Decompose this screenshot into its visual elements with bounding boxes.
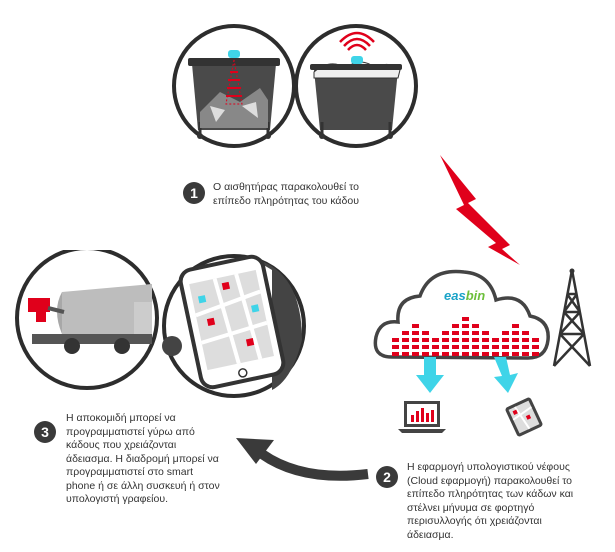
level-bar-segment [492,345,499,349]
level-bar-segment [482,345,489,349]
level-bar-segment [522,352,529,356]
step-3-number: 3 [34,421,56,443]
level-bar-segment [502,345,509,349]
level-bar-segment [472,338,479,342]
level-bar-segment [412,352,419,356]
level-bar-segment [452,331,459,335]
level-bar-segment [392,345,399,349]
level-bar-segment [402,345,409,349]
level-bar-segment [412,345,419,349]
level-bar-segment [432,345,439,349]
step-2-text: Η εφαρμογή υπολογιστικού νέφους (Cloud ε… [407,461,574,541]
level-bar-segment [412,324,419,328]
level-bar-segment [452,324,459,328]
level-bar-segment [532,338,539,342]
lightning-icon [440,155,520,265]
cloud-down-arrows [416,357,518,393]
level-bar-segment [432,352,439,356]
level-bar-segment [442,345,449,349]
level-bar-segment [512,338,519,342]
phone-map-icon [162,254,306,398]
level-bar-segment [412,331,419,335]
level-bar-segment [392,352,399,356]
level-bar-segment [442,331,449,335]
level-bar-segment [462,324,469,328]
laptop-icon [398,401,446,433]
level-bar-segment [442,338,449,342]
level-bar-segment [452,352,459,356]
level-bar-segment [462,345,469,349]
bin-full-icon [294,24,418,148]
tablet-icon [505,397,543,437]
brand-logo: easbin [444,288,485,303]
truck-illustration [15,250,306,398]
level-bar-segment [472,331,479,335]
level-bar-segment [452,338,459,342]
level-bar-segment [462,331,469,335]
antenna-tower-icon [552,268,592,367]
level-bar-segment [482,331,489,335]
bins-illustration [172,24,418,148]
level-bar-segment [502,338,509,342]
level-bar-segment [462,338,469,342]
level-bar-segment [402,331,409,335]
level-bar-segment [482,338,489,342]
level-bar-segment [522,331,529,335]
brand-part1: eas [444,288,466,303]
level-bar-segment [452,345,459,349]
level-bar-segment [522,345,529,349]
level-bar-segment [512,352,519,356]
level-bar-segment [462,352,469,356]
level-bar-segment [512,331,519,335]
truck-icon [15,250,159,390]
level-bar-segment [442,352,449,356]
level-bar-segment [472,345,479,349]
level-bar-segment [472,352,479,356]
level-bar-segment [422,352,429,356]
level-bar-segment [422,345,429,349]
level-bar-segment [512,345,519,349]
step-1-text: Ο αισθητήρας παρακολουθεί το επίπεδο πλη… [213,181,359,207]
level-bar-segment [402,338,409,342]
level-bars [392,317,539,356]
level-bar-segment [532,352,539,356]
level-bar-segment [422,331,429,335]
bin-empty-icon [172,24,296,148]
step-1-number: 1 [183,182,205,204]
level-bar-segment [462,317,469,321]
brand-part2: bin [465,288,486,303]
level-bar-segment [512,324,519,328]
curved-arrow-icon [236,438,369,481]
level-bar-segment [392,338,399,342]
level-bar-segment [412,338,419,342]
cloud-icon [373,269,550,360]
level-bar-segment [402,352,409,356]
level-bar-segment [482,352,489,356]
level-bar-segment [492,338,499,342]
level-bar-segment [492,352,499,356]
level-bar-segment [432,338,439,342]
level-bar-segment [532,345,539,349]
step-2-number: 2 [376,466,398,488]
step-3-text: Η αποκομιδή μπορεί να προγραμματιστεί γύ… [66,412,220,505]
level-bar-segment [422,338,429,342]
level-bar-segment [502,331,509,335]
level-bar-segment [502,352,509,356]
level-bar-segment [472,324,479,328]
level-bar-segment [522,338,529,342]
